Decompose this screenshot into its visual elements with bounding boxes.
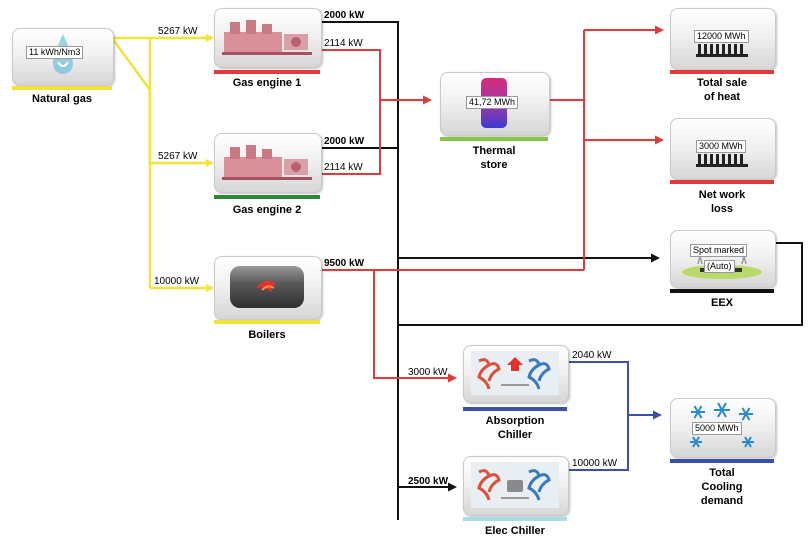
electric-chiller-icon	[471, 462, 559, 513]
total-cooling-label-line2: Cooling	[701, 481, 743, 493]
net-work-loss-value: 3000 MWh	[696, 140, 746, 153]
flow-heat-to-absorption: 3000 kW	[408, 367, 448, 378]
total-cooling-label-line1: Total	[709, 467, 735, 479]
heat-line-engine2	[320, 100, 381, 175]
flow-boilers-heat: 9500 kW	[324, 258, 365, 269]
flow-gas-to-engine2: 5267 kW	[158, 151, 198, 162]
absorption-chiller-label-line1: Absorption	[485, 415, 545, 427]
natural-gas-node[interactable]: 11 kWh/Nm3 Natural gas	[12, 28, 114, 108]
natural-gas-label: Natural gas	[32, 93, 92, 105]
gas-engine-icon	[220, 16, 314, 63]
power-lines	[320, 21, 803, 520]
total-sale-label-line1: Total sale	[697, 77, 747, 89]
net-work-loss-bar	[670, 180, 774, 184]
thermal-store-node[interactable]: 41,72 MWh Thermal store	[440, 72, 550, 176]
flow-gas-to-engine1: 5267 kW	[158, 26, 198, 37]
cooling-line-absorption	[567, 361, 629, 415]
flow-elec-cooling: 10000 kW	[572, 458, 618, 469]
cooling-line-elec	[567, 415, 629, 471]
thermal-store-label-line2: store	[480, 159, 508, 171]
power-line-eex-loop	[398, 242, 803, 326]
flow-engine2-power: 2000 kW	[324, 136, 365, 147]
boilers-bar	[214, 320, 320, 324]
heat-line-to-absorption	[373, 270, 457, 383]
absorption-chiller-node[interactable]: Absorption Chiller	[463, 345, 569, 449]
total-cooling-node[interactable]: 5000 MWh Total Cooling demand	[670, 398, 776, 518]
gas-engine-1-node[interactable]: Gas engine 1	[214, 8, 322, 90]
total-cooling-label-line3: demand	[700, 495, 744, 507]
elec-chiller-bar	[463, 517, 567, 521]
cooling-lines	[567, 361, 662, 471]
eex-value-line2: (Auto)	[704, 260, 735, 273]
radiator-icon	[696, 44, 748, 63]
flow-engine2-heat: 2114 kW	[324, 162, 363, 173]
radiator-icon	[696, 154, 748, 173]
gas-engine-2-label: Gas engine 2	[232, 204, 302, 216]
flow-absorption-cooling: 2040 kW	[572, 350, 612, 361]
gas-engine-2-node[interactable]: Gas engine 2	[214, 133, 322, 217]
flow-power-to-elec-chiller: 2500 kW	[408, 476, 449, 487]
net-work-loss-label-line1: Net work	[698, 189, 746, 201]
boilers-node[interactable]: Boilers	[214, 256, 322, 342]
heat-lines	[320, 25, 664, 383]
flow-engine1-power: 2000 kW	[324, 10, 365, 21]
heat-line-engine1	[320, 49, 381, 100]
flow-engine1-heat: 2114 kW	[324, 38, 363, 49]
thermal-store-label-line1: Thermal	[472, 145, 516, 157]
net-work-loss-node[interactable]: 3000 MWh Net work loss	[670, 118, 776, 222]
natural-gas-bar	[12, 86, 112, 90]
eex-value-line1: Spot marked	[690, 244, 748, 257]
flow-gas-to-boilers: 10000 kW	[154, 276, 200, 287]
gas-engine-1-label: Gas engine 1	[232, 77, 302, 89]
gas-engine-icon	[220, 141, 314, 188]
eex-node[interactable]: Spot marked (Auto) EEX	[670, 230, 776, 314]
total-sale-node[interactable]: 12000 MWh Total sale of heat	[670, 8, 776, 110]
absorption-chiller-bar	[463, 407, 567, 411]
total-sale-label-line2: of heat	[703, 91, 741, 103]
total-cooling-value: 5000 MWh	[692, 422, 742, 435]
gas-lines	[110, 34, 214, 292]
total-cooling-bar	[670, 459, 774, 463]
eex-label: EEX	[710, 297, 733, 309]
elec-chiller-label: Elec Chiller	[485, 525, 545, 537]
net-work-loss-label-line2: loss	[710, 203, 733, 215]
elec-chiller-node[interactable]: Elec Chiller	[463, 456, 569, 540]
absorption-chiller-label-line2: Chiller	[497, 429, 533, 441]
power-line-engine1	[320, 21, 399, 520]
natural-gas-value: 11 kWh/Nm3	[26, 46, 84, 59]
gas-engine-1-bar	[214, 70, 320, 74]
boilers-label: Boilers	[248, 329, 286, 341]
eex-bar	[670, 289, 774, 293]
boiler-icon	[226, 262, 308, 317]
gas-engine-2-bar	[214, 195, 320, 199]
thermal-store-bar	[440, 137, 548, 141]
gas-line-main	[112, 36, 152, 288]
gas-line-engine2	[110, 37, 214, 167]
total-sale-value: 12000 MWh	[694, 30, 749, 43]
absorption-chiller-icon	[471, 351, 559, 400]
snowflake-icon	[682, 402, 762, 457]
thermal-store-value: 41,72 MWh	[466, 96, 519, 109]
total-sale-bar	[670, 70, 774, 74]
